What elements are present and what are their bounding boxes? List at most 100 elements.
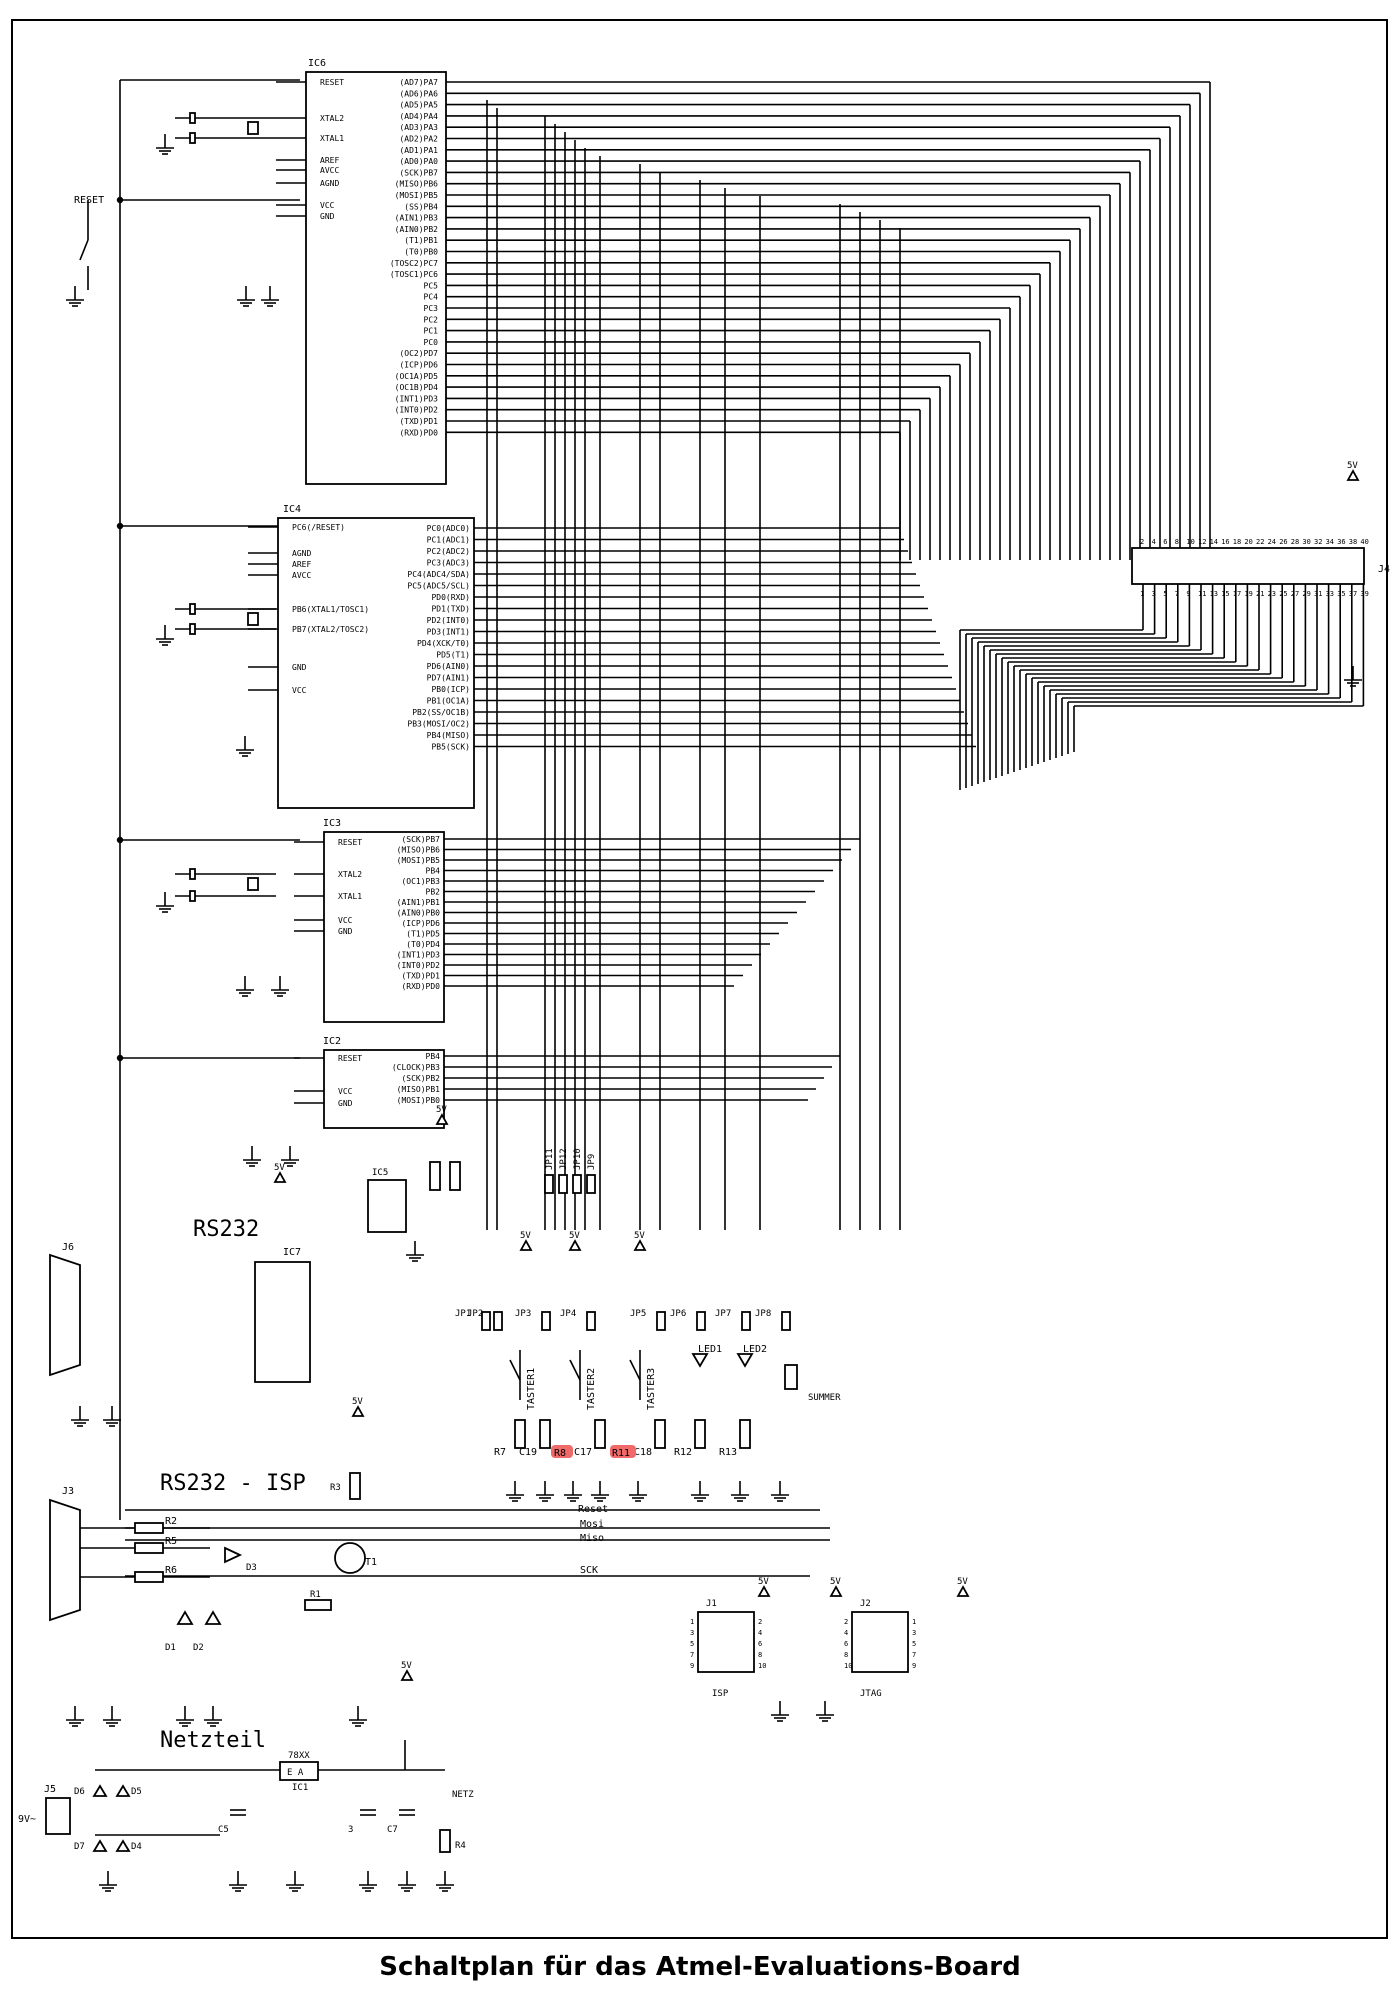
ground-symbol [506,1481,524,1502]
ic3-pin-right: (AIN0)PB0 [397,909,441,918]
wires [79,79,1365,1836]
capacitor [189,132,196,144]
ic3-pin-right: PB4 [426,867,441,876]
ground-symbol [359,1871,377,1892]
resistor [514,1419,526,1449]
button-label: TASTER3 [646,1368,657,1410]
5v-arrow [1346,469,1360,481]
ground-symbol [243,1146,261,1167]
5v-arrow [829,1585,843,1597]
ic6-pin-right: (TXD)PD1 [399,417,438,426]
5v-arrow [435,1113,449,1125]
j4-pin-odd: 19 [1244,590,1252,598]
j4-pin-even: 40 [1360,538,1368,546]
ic4-body [277,517,475,809]
ic6-body [305,71,447,485]
led [736,1353,754,1368]
ic2-pin-right: (MOSI)PB0 [397,1096,441,1105]
j1-pin: 6 [758,1640,762,1648]
j2-pin: 10 [844,1662,852,1670]
j4-pin-even: 18 [1233,538,1241,546]
jumper-label: JP2 [467,1309,483,1319]
d3-label: D3 [246,1563,257,1573]
button [629,1359,641,1381]
5v-label: 5V [436,1105,447,1115]
button-label: TASTER1 [526,1368,537,1410]
ground-symbol [349,1706,367,1727]
resistor [134,1571,164,1583]
5v-arrow [400,1669,414,1681]
j1-pin: 9 [690,1662,694,1670]
bridge-label: D5 [131,1787,142,1797]
j4-pin-odd: 9 [1186,590,1190,598]
signal-miso: Miso [580,1533,604,1544]
jumper-label: JP4 [560,1309,576,1319]
ic3-pin-right: (T1)PD5 [406,930,440,939]
ic3-pin-right: (RXD)PD0 [401,982,440,991]
ic3-pin-right: (INT0)PD2 [397,961,441,970]
ic4-pin-right: PB4(MISO) [427,731,470,740]
ic4-pin-right: PB3(MOSI/OC2) [407,720,470,729]
section-rs232-isp: RS232 - ISP [160,1471,306,1496]
ground-symbol [176,1706,194,1727]
jumper [781,1311,791,1331]
ic5-body [367,1179,407,1233]
reset-switch-label: RESET [74,195,104,206]
ground-symbol [271,976,289,997]
jumper [586,1311,596,1331]
bridge-diode [92,1784,108,1797]
ground-symbol [286,1871,304,1892]
ic4-pin-left: GND [292,663,307,672]
j2-header [851,1611,909,1673]
j4-pin-even: 38 [1349,538,1357,546]
5v-arrow [351,1405,365,1417]
ic6-pin-right: (MOSI)PB5 [395,191,439,200]
jumper [544,1174,554,1194]
signal-reset: Reset [578,1504,608,1515]
jumper [696,1311,706,1331]
j4-pin-odd: 33 [1326,590,1334,598]
regulator [279,1761,319,1781]
signal-mosi: Mosi [580,1519,604,1530]
5v-label: 5V [569,1231,580,1241]
j4-pin-odd: 39 [1360,590,1368,598]
resistor-label: R5 [165,1536,177,1547]
j6-connector [49,1253,81,1377]
led-label: LED1 [698,1344,722,1355]
ic4-pin-right: PD7(AIN1) [427,674,470,683]
resistor-label: R6 [165,1565,177,1576]
j1-pin: 5 [690,1640,694,1648]
crystal [247,877,259,891]
r11-label: R11 [612,1448,630,1459]
j4-pin-even: 34 [1326,538,1334,546]
j4-pin-odd: 15 [1221,590,1229,598]
j2-pin: 4 [844,1629,848,1637]
ic6-pin-left: AGND [320,179,339,188]
j2-label: J2 [860,1599,871,1609]
ground-symbol [229,1871,247,1892]
ic6-pin-right: PC2 [424,315,439,324]
ic6-pin-right: (T1)PB1 [404,236,438,245]
ic6-pin-right: (SCK)PB7 [399,168,438,177]
j4-pin-even: 28 [1291,538,1299,546]
ic4-pin-left: PB7(XTAL2/TOSC2) [292,625,369,634]
j2-caption: JTAG [860,1689,882,1699]
diode-label: D2 [193,1643,204,1653]
ic4-pin-right: PD4(XCK/T0) [417,639,470,648]
crystal-ground [156,134,174,155]
ground-symbol [771,1701,789,1722]
ic4-pin-left: PB6(XTAL1/TOSC1) [292,605,369,614]
jumper-label: JP6 [670,1309,686,1319]
ic6-pin-right: (INT0)PD2 [395,406,439,415]
ic2-pin-left: VCC [338,1087,353,1096]
j1-pin: 4 [758,1629,762,1637]
button [569,1359,581,1381]
r11-highlight [610,1445,636,1458]
bridge-diode [115,1839,131,1852]
ic2-pin-right: (SCK)PB2 [401,1074,440,1083]
ic4-pin-left: AREF [292,560,311,569]
junction-dot [116,196,124,204]
button-label: TASTER2 [586,1368,597,1410]
cap-label: C7 [387,1825,398,1835]
j3-connector [49,1498,81,1622]
